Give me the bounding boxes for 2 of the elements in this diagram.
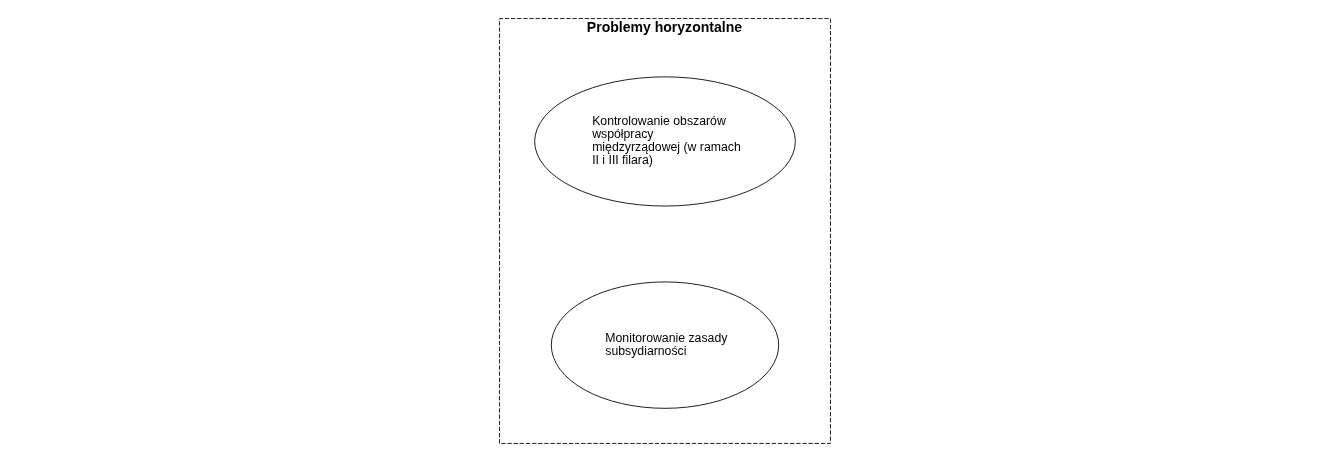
node-ellipse: Monitorowanie zasady subsydiarności [550, 281, 779, 409]
node-ellipse: Kontrolowanie obszarów współpracy międzyrządowej (w ramach II i III filara) [533, 76, 796, 207]
